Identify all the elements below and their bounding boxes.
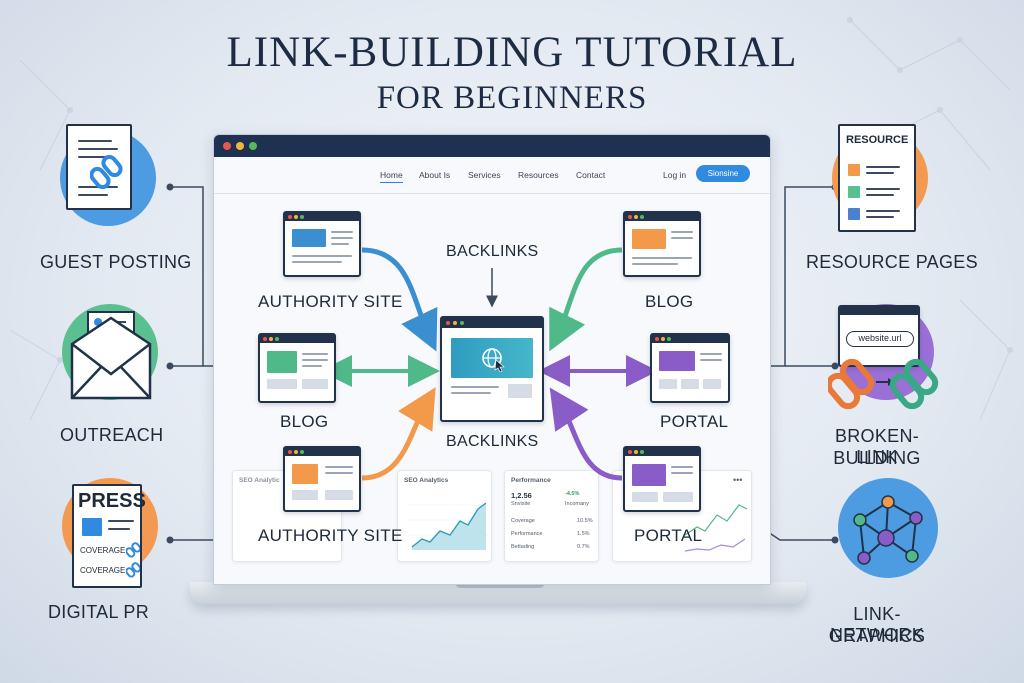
blog-right-window — [623, 211, 701, 277]
page-title: LINK-BUILDING TUTORIAL — [226, 29, 798, 76]
perf-row-value: 0.7% — [577, 544, 590, 550]
broken-link-label-1: BROKEN-LINK — [834, 426, 920, 467]
perf-row-value: 1.5% — [577, 531, 590, 537]
authority-site-top-label: AUTHORITY SITE — [258, 292, 403, 311]
nav-resources[interactable]: Resources — [518, 170, 559, 180]
guest-posting-label: GUEST POSTING — [40, 252, 192, 272]
coverage-label-2: COVERAGE — [80, 566, 126, 575]
blog-right-label: BLOG — [645, 292, 694, 311]
performance-title: Performance — [511, 477, 551, 484]
perf-row-label: Performance — [511, 531, 543, 537]
portal-bottom-label: PORTAL — [634, 526, 703, 545]
nav-about[interactable]: About Is — [419, 170, 451, 180]
backlinks-center-window — [440, 316, 544, 422]
link-network-circle — [838, 478, 938, 578]
press-label: PRESS — [78, 490, 146, 512]
chain-link-icon — [126, 562, 140, 578]
outreach-label: OUTREACH — [60, 425, 164, 445]
seo-card-left-title: SEO Analytic — [239, 477, 280, 484]
maximize-dot[interactable] — [249, 142, 257, 150]
digital-pr-label: DIGITAL PR — [48, 602, 150, 622]
performance-card: Performance 1,2.56 Snvisite -4.5% Incoma… — [504, 470, 599, 562]
resource-pages-label: RESOURCE PAGES — [806, 252, 978, 272]
nav-home[interactable]: Home — [380, 170, 403, 183]
blog-left-label: BLOG — [280, 412, 329, 431]
envelope-icon — [70, 311, 152, 400]
url-pill: website.url — [846, 331, 914, 347]
document-link-icon — [66, 124, 132, 210]
resource-document-icon: RESOURCE — [838, 124, 916, 232]
press-document-icon: PRESS COVERAGE COVERAGE — [72, 484, 146, 588]
close-dot[interactable] — [223, 142, 231, 150]
link-network-label-2: GRAPHICS — [828, 626, 926, 646]
laptop-notch — [455, 582, 545, 588]
broken-chain-icon — [828, 358, 939, 410]
seo-analytics-card: SEO Analytics — [397, 470, 492, 562]
chain-link-icon — [126, 542, 140, 558]
portal-right-window — [650, 333, 730, 403]
perf-row-label: Coverage — [511, 518, 535, 524]
blog-left-window — [258, 333, 336, 403]
broken-link-window-icon: website.url — [838, 305, 920, 367]
network-graph-icon — [853, 495, 923, 565]
globe-icon — [482, 348, 505, 372]
authority-site-bottom-window — [283, 446, 361, 512]
nav-services[interactable]: Services — [468, 170, 501, 180]
login-link[interactable]: Log in — [663, 170, 687, 180]
chain-link-icon — [90, 154, 123, 190]
perf-delta: -4.5% — [565, 491, 580, 497]
right-line-chart — [684, 504, 748, 552]
seo-line-chart — [408, 502, 488, 550]
page-subtitle: FOR BEGINNERS — [376, 80, 648, 116]
nav-divider — [214, 193, 770, 194]
more-icon[interactable]: ••• — [733, 475, 743, 485]
backlinks-top-label: BACKLINKS — [446, 243, 539, 260]
perf-row-value: 10.5% — [577, 518, 593, 524]
portal-right-label: PORTAL — [660, 412, 729, 431]
perf-row-label: Bettading — [511, 544, 535, 550]
minimize-dot[interactable] — [236, 142, 244, 150]
authority-site-bottom-label: AUTHORITY SITE — [258, 526, 403, 545]
seo-analytics-title: SEO Analytics — [404, 477, 449, 484]
coverage-label-1: COVERAGE — [80, 546, 126, 555]
perf-sub: Snvisite — [511, 501, 531, 507]
portal-bottom-window — [623, 446, 701, 512]
laptop-base — [190, 582, 806, 604]
perf-delta-sub: Incomany — [565, 501, 589, 507]
signin-button[interactable]: Sionsine — [696, 165, 750, 182]
link-network-label-1: LINK-NETWORK — [829, 604, 925, 645]
browser-title-bar — [214, 135, 770, 157]
perf-value: 1,2.56 — [511, 491, 532, 500]
nav-contact[interactable]: Contact — [576, 170, 606, 180]
backlinks-center-label: BACKLINKS — [446, 433, 539, 450]
broken-link-label-2: BUILDING — [833, 448, 921, 468]
resource-heading: RESOURCE — [846, 134, 909, 146]
authority-site-top-window — [283, 211, 361, 277]
